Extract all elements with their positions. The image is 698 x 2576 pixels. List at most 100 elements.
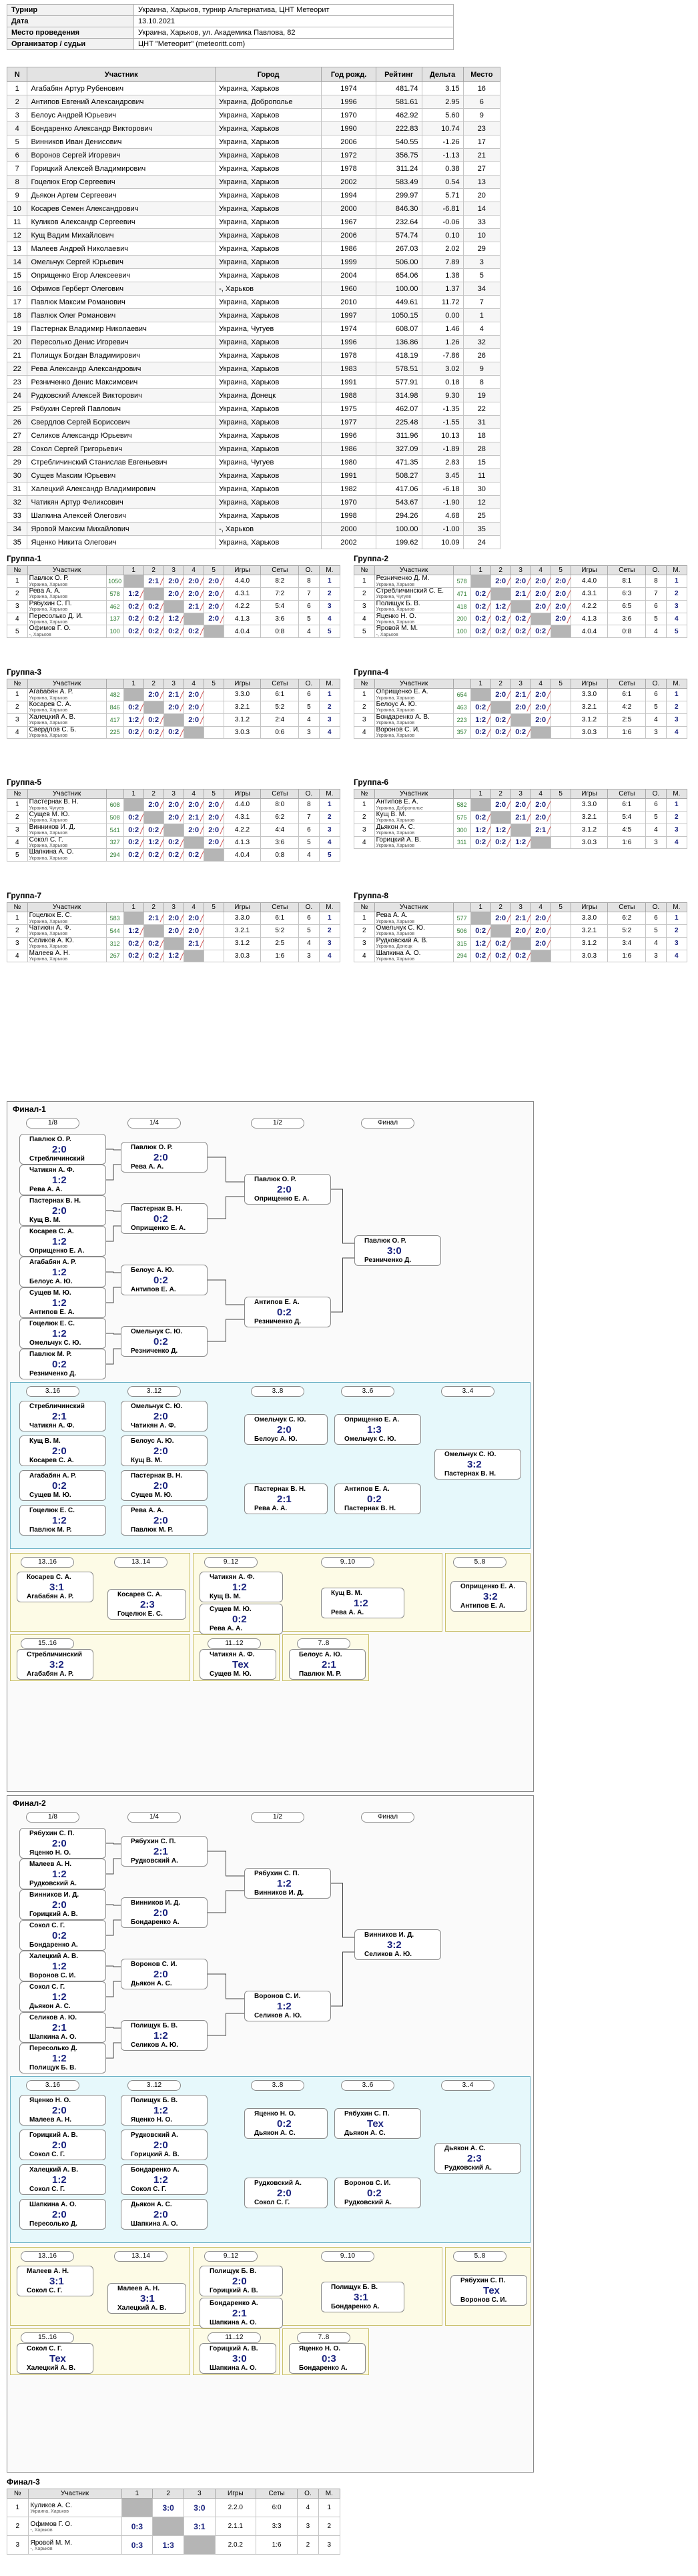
match-score: 2:1 [530, 823, 551, 837]
match-score: 2:0 [510, 700, 531, 714]
info-label: Организатор / судьи [7, 38, 134, 50]
match-score: 2:3 [467, 2153, 482, 2164]
row-number: 25 [6, 402, 28, 416]
group-player-name: Шапкина А. О.Украина, Харьков [374, 949, 454, 963]
match-score: 0:2 [470, 625, 491, 639]
match-score: 0:2 [123, 725, 144, 739]
sets: 6:1 [607, 798, 647, 812]
rating: 608.07 [375, 322, 422, 336]
match-player-2: Горицкий А. В. [29, 1911, 78, 1918]
place: 3 [462, 255, 501, 269]
match-score: 2:1 [510, 688, 531, 701]
bracket-connector [106, 1965, 121, 1967]
group-player-name: Свердлов С. Б.Украина, Харьков [27, 725, 107, 739]
column-header: Город [215, 67, 322, 82]
match-score: 2:0 [203, 587, 224, 601]
group-row-number: 2 [7, 924, 28, 938]
birth-year: 2002 [321, 535, 376, 549]
round-label: 9..12 [204, 1557, 258, 1568]
rating-delta: -1.13 [421, 148, 464, 162]
participant-name: Малеев Андрей Николаевич [27, 242, 216, 256]
match-player-1: Селиков А. Ю. [29, 2014, 77, 2021]
sets: 1:6 [255, 2535, 298, 2555]
group-title: Группа-5 [7, 777, 42, 787]
match-score: 0:2 [153, 1275, 168, 1286]
match-score: 2:0 [183, 798, 204, 812]
group-row-number: 2 [7, 810, 28, 824]
points: 4 [298, 625, 320, 639]
match-score: 0:2 [510, 725, 531, 739]
self-cell [163, 936, 184, 950]
self-cell [143, 924, 164, 938]
match-score [550, 949, 571, 963]
self-cell [143, 700, 164, 714]
group-col-header: 4 [183, 565, 204, 575]
points: 8 [298, 798, 320, 812]
player-rating: 327 [105, 836, 124, 850]
match-player-2: Агабабян А. Р. [27, 1593, 74, 1600]
match-player-1: Полищук Б. В. [210, 2268, 257, 2275]
round-label: 5..8 [453, 1557, 506, 1568]
match-score [550, 725, 571, 739]
place: 9 [462, 362, 501, 376]
bracket-connector [208, 1890, 244, 1913]
row-number: 22 [6, 362, 28, 376]
match-score: 0:2 [490, 949, 511, 963]
match-score: 2:1 [322, 1659, 336, 1670]
group-player-name: Малеев А. Н.Украина, Харьков [27, 949, 107, 963]
match-score: 2:0 [530, 713, 551, 727]
birth-year: 1991 [321, 375, 376, 389]
group-title: Группа-3 [7, 667, 42, 677]
row-number: 23 [6, 375, 28, 389]
points: 4 [645, 713, 667, 727]
match-score: 0:2 [490, 612, 511, 626]
sets: 5:4 [607, 810, 647, 824]
sets: 7:2 [260, 587, 300, 601]
match-score: 2:0 [143, 688, 164, 701]
birth-year: 2006 [321, 228, 376, 242]
group-place: 4 [665, 949, 688, 963]
match-player-1: Дьякон А. С. [131, 2201, 172, 2208]
match-score: 1:2 [277, 2001, 292, 2012]
points: 6 [298, 688, 320, 701]
match-player-1: Омельчук С. Ю. [444, 1451, 496, 1458]
self-cell [203, 625, 224, 639]
group-col-header: 4 [183, 789, 204, 799]
match-player-2: Сущев М. Ю. [210, 1670, 252, 1678]
place: 4 [462, 322, 501, 336]
match-score: 2:0 [153, 1152, 168, 1163]
birth-year: 1998 [321, 509, 376, 523]
match-score: 2:0 [52, 1838, 67, 1849]
match-player-1: Кущ В. М. [29, 1437, 61, 1445]
match-player-1: Сущев М. Ю. [210, 1606, 252, 1613]
match-player-1: Косарев С. А. [117, 1591, 162, 1598]
group-place: 4 [318, 612, 341, 626]
match-score: 2:0 [153, 1445, 168, 1457]
match-player-2: Рудковский А. [344, 2199, 392, 2206]
match-player-1: Воронов С. И. [131, 1961, 178, 1968]
games: 3.3.0 [223, 688, 262, 701]
group-col-header: Участник [27, 789, 107, 799]
sets: 6:0 [255, 2498, 298, 2517]
final-3-col-header: Игры [214, 2489, 256, 2499]
row-number: 30 [6, 468, 28, 482]
group-row-number: 1 [354, 912, 375, 925]
match-score: 0:2 [52, 1930, 67, 1941]
bracket-connector [106, 1271, 121, 1273]
participant-name: Яценко Никита Олегович [27, 535, 216, 549]
place: 31 [462, 415, 501, 429]
sets: 4:5 [607, 823, 647, 837]
match-score: 0:2 [530, 625, 551, 639]
